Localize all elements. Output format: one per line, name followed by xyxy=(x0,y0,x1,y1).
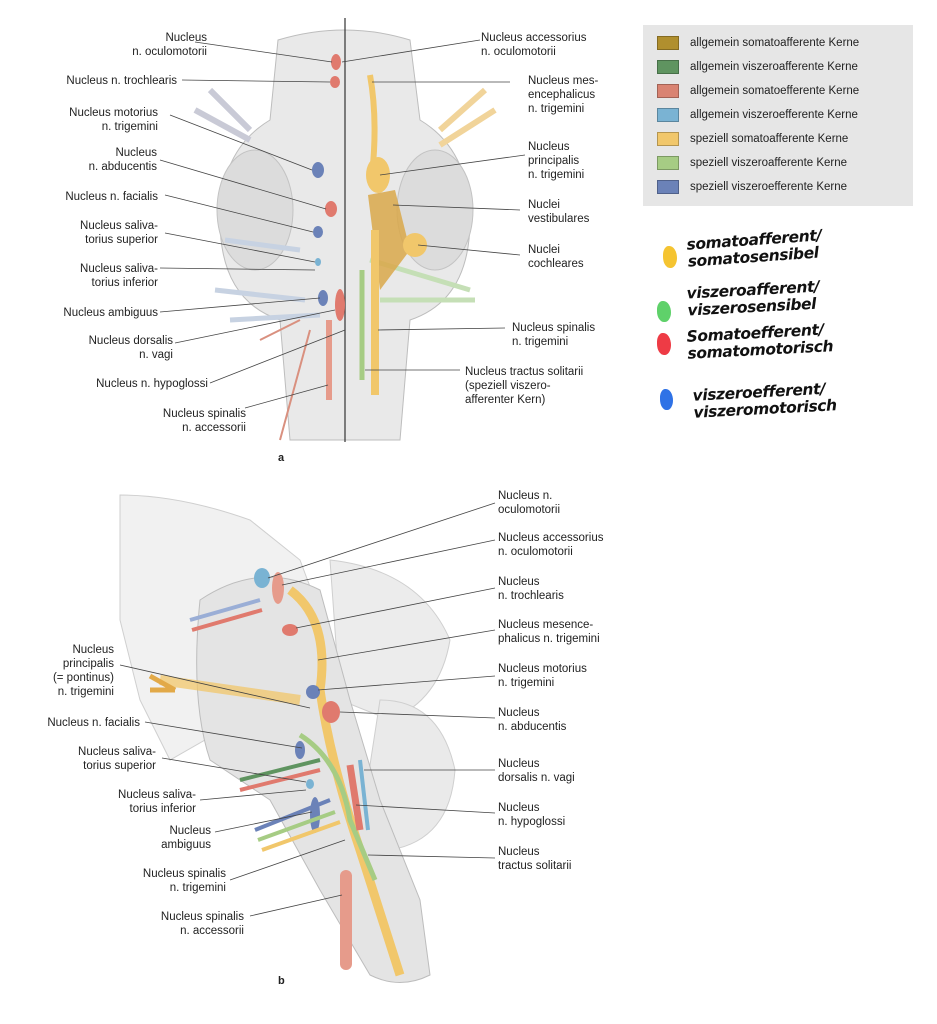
note-viszeroafferent: viszeroafferent/ viszerosensibel xyxy=(686,277,820,320)
legend-label: speziell viszeroefferente Kerne xyxy=(690,181,848,193)
label-b-nucleus-principalis-trigemini: Nucleus principalis (= pontinus) n. trig… xyxy=(52,644,114,698)
label-b-nucleus-salivatorius-superior: Nucleus saliva- torius superior xyxy=(78,746,156,772)
label-nucleus-mesencephalicus-trigemini: Nucleus mes- encephalicus n. trigemini xyxy=(528,75,599,115)
legend-label: allgemein viszeroefferente Kerne xyxy=(690,109,858,121)
legend-item: speziell viszeroefferente Kerne xyxy=(657,179,847,195)
label-nucleus-abducentis: Nucleus n. abducentis xyxy=(88,147,157,173)
legend-item: allgemein viszeroefferente Kerne xyxy=(657,107,858,123)
note-viszeroefferent: viszeroefferent/ viszeromotorisch xyxy=(692,379,838,422)
legend-item: allgemein somatoafferente Kerne xyxy=(657,35,859,51)
brainstem-dorsal-illustration xyxy=(159,18,526,442)
legend-label: allgemein viszeroafferente Kerne xyxy=(690,61,858,73)
legend-swatch xyxy=(657,156,679,170)
label-b-nucleus-spinalis-trigemini: Nucleus spinalis n. trigemini xyxy=(142,868,226,894)
label-nucleus-spinalis-accessorii: Nucleus spinalis n. accessorii xyxy=(162,408,246,434)
label-b-nucleus-spinalis-accessorii: Nucleus spinalis n. accessorii xyxy=(160,911,244,937)
brainstem-lateral-illustration xyxy=(119,494,496,983)
label-b-nucleus-abducentis: Nucleus n. abducentis xyxy=(498,707,567,733)
label-nucleus-trochlearis: Nucleus n. trochlearis xyxy=(66,75,177,87)
legend-item: speziell viszeroafferente Kerne xyxy=(657,155,847,171)
legend-box: allgemein somatoafferente Kerne allgemei… xyxy=(643,25,913,206)
label-b-nucleus-motorius-trigemini: Nucleus motorius n. trigemini xyxy=(498,663,587,689)
legend-label: allgemein somatoefferente Kerne xyxy=(690,85,860,97)
legend-label: allgemein somatoafferente Kerne xyxy=(690,37,860,49)
label-nucleus-ambiguus: Nucleus ambiguus xyxy=(63,307,158,319)
label-nucleus-salivatorius-superior: Nucleus saliva- torius superior xyxy=(80,220,158,246)
red-marker-swatch xyxy=(657,333,671,355)
legend-swatch xyxy=(657,84,679,98)
label-nucleus-tractus-solitarii: Nucleus tractus solitarii (speziell visz… xyxy=(465,366,584,406)
legend-item: speziell somatoafferente Kerne xyxy=(657,131,848,147)
label-b-nucleus-trochlearis: Nucleus n. trochlearis xyxy=(498,576,564,602)
legend-swatch xyxy=(657,108,679,122)
legend-item: allgemein viszeroafferente Kerne xyxy=(657,59,858,75)
legend-label: speziell viszeroafferente Kerne xyxy=(690,157,848,169)
label-nucleus-salivatorius-inferior: Nucleus saliva- torius inferior xyxy=(80,263,158,289)
label-nucleus-dorsalis-vagi: Nucleus dorsalis n. vagi xyxy=(88,335,173,361)
label-b-nucleus-hypoglossi: Nucleus n. hypoglossi xyxy=(498,802,566,828)
blue-marker-swatch xyxy=(660,389,673,410)
label-nucleus-accessorius-oculomotorii: Nucleus accessorius n. oculomotorii xyxy=(481,32,587,58)
yellow-marker-swatch xyxy=(663,246,677,268)
legend-label: speziell somatoafferente Kerne xyxy=(690,133,849,145)
legend-swatch xyxy=(657,132,679,146)
label-b-nucleus-oculomotorii: Nucleus n. oculomotorii xyxy=(498,490,560,516)
note-somatoefferent: Somatoefferent/ somatomotorisch xyxy=(686,320,834,363)
label-b-nucleus-accessorius-oculomotorii: Nucleus accessorius n. oculomotorii xyxy=(498,532,604,558)
figure-b-label: b xyxy=(278,975,285,987)
label-nucleus-hypoglossi: Nucleus n. hypoglossi xyxy=(96,378,208,390)
label-nucleus-facialis: Nucleus n. facialis xyxy=(65,191,158,203)
legend-swatch xyxy=(657,36,679,50)
label-nucleus-oculomotorii: Nucleus n. oculomotorii xyxy=(132,32,207,58)
legend-swatch xyxy=(657,60,679,74)
label-nucleus-principalis-trigemini: Nucleus principalis n. trigemini xyxy=(528,141,585,181)
label-b-nucleus-facialis: Nucleus n. facialis xyxy=(47,717,140,729)
label-b-nucleus-dorsalis-vagi: Nucleus dorsalis n. vagi xyxy=(498,758,575,784)
label-nuclei-cochleares: Nuclei cochleares xyxy=(528,244,584,270)
legend-swatch xyxy=(657,180,679,194)
figure-a-label: a xyxy=(278,452,285,464)
label-b-nucleus-ambiguus: Nucleus ambiguus xyxy=(161,825,211,851)
green-marker-swatch xyxy=(657,301,671,322)
label-b-nucleus-mesencephalicus-trigemini: Nucleus mesence- phalicus n. trigemini xyxy=(498,619,600,645)
legend-item: allgemein somatoefferente Kerne xyxy=(657,83,859,99)
label-nuclei-vestibulares: Nuclei vestibulares xyxy=(528,199,590,225)
label-nucleus-motorius-trigemini: Nucleus motorius n. trigemini xyxy=(69,107,158,133)
label-nucleus-spinalis-trigemini: Nucleus spinalis n. trigemini xyxy=(512,322,596,348)
note-somatoafferent: somatoafferent/ somatosensibel xyxy=(685,226,823,271)
label-b-nucleus-tractus-solitarii: Nucleus tractus solitarii xyxy=(498,846,572,872)
label-b-nucleus-salivatorius-inferior: Nucleus saliva- torius inferior xyxy=(118,789,196,815)
